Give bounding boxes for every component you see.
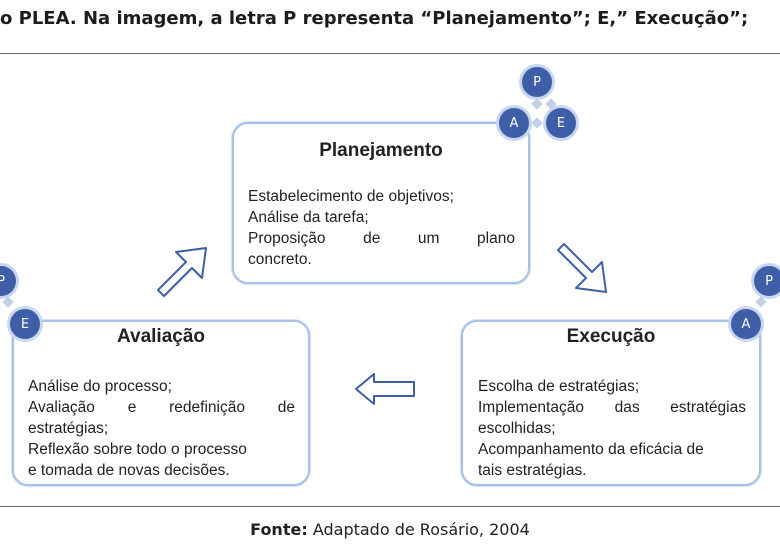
cycle-p-icon: P [0, 266, 16, 296]
top-divider [0, 53, 780, 54]
avaliacao-title: Avaliação [116, 326, 205, 347]
avaliacao-line: estratégias; [28, 420, 109, 437]
word: um [417, 230, 440, 247]
execucao-line: Escolha de estratégias; [478, 378, 640, 395]
avaliacao-line: Reflexão sobre todo o processo [28, 441, 247, 458]
word: de [363, 230, 381, 247]
word: redefinição [169, 399, 245, 416]
word: das [614, 399, 640, 416]
planejamento-justified-line: Proposição de um plano [248, 228, 515, 249]
cycle-p-icon: P [522, 67, 552, 97]
cycle-connector-icon [755, 296, 767, 308]
cycle-connector-icon [2, 296, 14, 308]
bottom-divider [0, 506, 780, 507]
word: Implementação [478, 399, 584, 416]
execucao-line: escolhidas; [478, 420, 556, 437]
cycle-connector-icon [531, 117, 543, 129]
avaliacao-justified-line: Avaliação e redefinição de [28, 397, 295, 418]
word: e [127, 399, 137, 416]
execucao-line: Acompanhamento da eficácia de [478, 441, 704, 458]
avaliacao-box: Avaliação Análise do processo; Avaliação… [12, 320, 310, 486]
word: Proposição [248, 230, 326, 247]
planejamento-line: Análise da tarefa; [248, 209, 369, 226]
avaliacao-line: Análise do processo; [28, 378, 172, 395]
figure-source: Fonte: Adaptado de Rosário, 2004 [0, 520, 780, 539]
planejamento-body: Estabelecimento de objetivos; Análise da… [248, 186, 515, 270]
planejamento-box: Planejamento Estabelecimento de objetivo… [232, 122, 530, 284]
execucao-title: Execução [566, 326, 656, 347]
cycle-a-icon: A [499, 108, 529, 138]
source-text: Adaptado de Rosário, 2004 [312, 520, 530, 539]
cycle-p-icon: P [754, 266, 780, 296]
word: estratégias [670, 399, 746, 416]
source-label: Fonte: [250, 520, 308, 539]
arrow-up-right-icon [157, 247, 207, 297]
planejamento-title: Planejamento [319, 140, 443, 161]
arrow-down-right-icon [557, 243, 607, 293]
arrow-left-icon [355, 373, 415, 405]
cycle-e-icon: E [546, 108, 576, 138]
avaliacao-body: Análise do processo; Avaliação e redefin… [28, 376, 295, 481]
avaliacao-line: e tomada de novas decisões. [28, 462, 230, 479]
planejamento-line: concreto. [248, 251, 312, 268]
word: de [277, 399, 295, 416]
word: Avaliação [28, 399, 95, 416]
execucao-line: tais estratégias. [478, 462, 587, 479]
cycle-connector-icon [531, 98, 543, 110]
execucao-box: Execução Escolha de estratégias; Impleme… [461, 320, 761, 486]
execucao-justified-line: Implementação das estratégias [478, 397, 746, 418]
word: plano [477, 230, 515, 247]
cycle-a-icon: A [731, 309, 761, 339]
execucao-body: Escolha de estratégias; Implementação da… [478, 376, 746, 481]
planejamento-line: Estabelecimento de objetivos; [248, 188, 454, 205]
cycle-e-icon: E [10, 309, 40, 339]
figure-caption: o PLEA. Na imagem, a letra P representa … [0, 8, 749, 29]
